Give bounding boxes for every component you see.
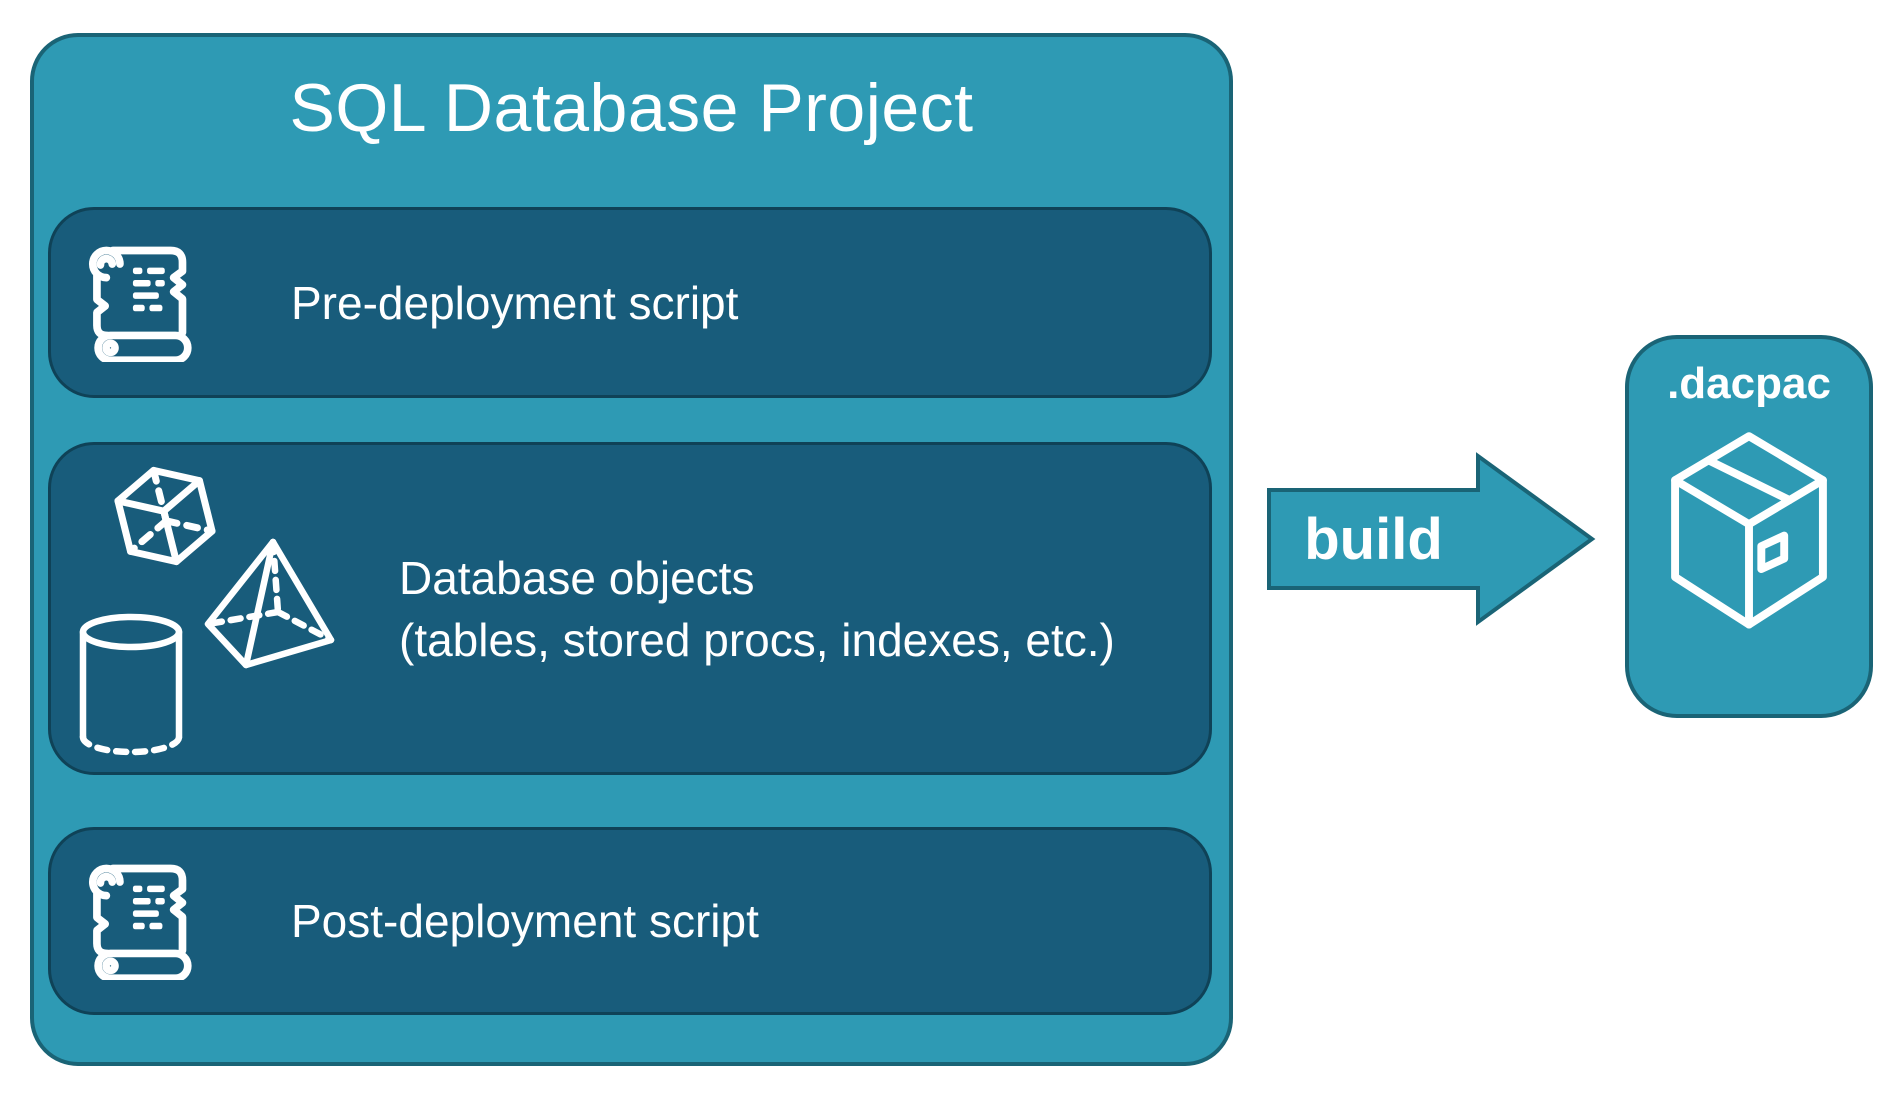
pyramid-icon xyxy=(204,538,335,669)
pre-deployment-label: Pre-deployment script xyxy=(291,276,739,329)
scroll-text-lines xyxy=(132,267,165,311)
cube-icon xyxy=(114,466,216,566)
database-objects-label: Database objects (tables, stored procs, … xyxy=(399,547,1115,671)
database-objects-label-line1: Database objects xyxy=(399,551,755,604)
build-arrow-label: build xyxy=(1304,506,1443,572)
database-objects-label-line2: (tables, stored procs, indexes, etc.) xyxy=(399,613,1115,666)
post-deployment-script-box: Post-deployment script xyxy=(48,827,1212,1015)
scroll-icon xyxy=(88,246,192,362)
scroll-text-lines xyxy=(132,885,165,930)
database-objects-box: Database objects (tables, stored procs, … xyxy=(48,442,1212,775)
cylinder-icon xyxy=(79,613,183,756)
3d-shapes-icon xyxy=(79,466,335,756)
pre-deployment-script-box: Pre-deployment script xyxy=(48,207,1212,398)
post-deployment-label: Post-deployment script xyxy=(291,895,759,947)
package-icon xyxy=(1671,432,1827,629)
dacpac-box: .dacpac xyxy=(1625,335,1873,718)
project-title: SQL Database Project xyxy=(289,70,974,146)
dacpac-label: .dacpac xyxy=(1667,359,1831,408)
build-arrow xyxy=(1267,452,1596,626)
sql-database-project-container: SQL Database Project Pr xyxy=(30,33,1233,1066)
scroll-icon xyxy=(88,864,192,980)
